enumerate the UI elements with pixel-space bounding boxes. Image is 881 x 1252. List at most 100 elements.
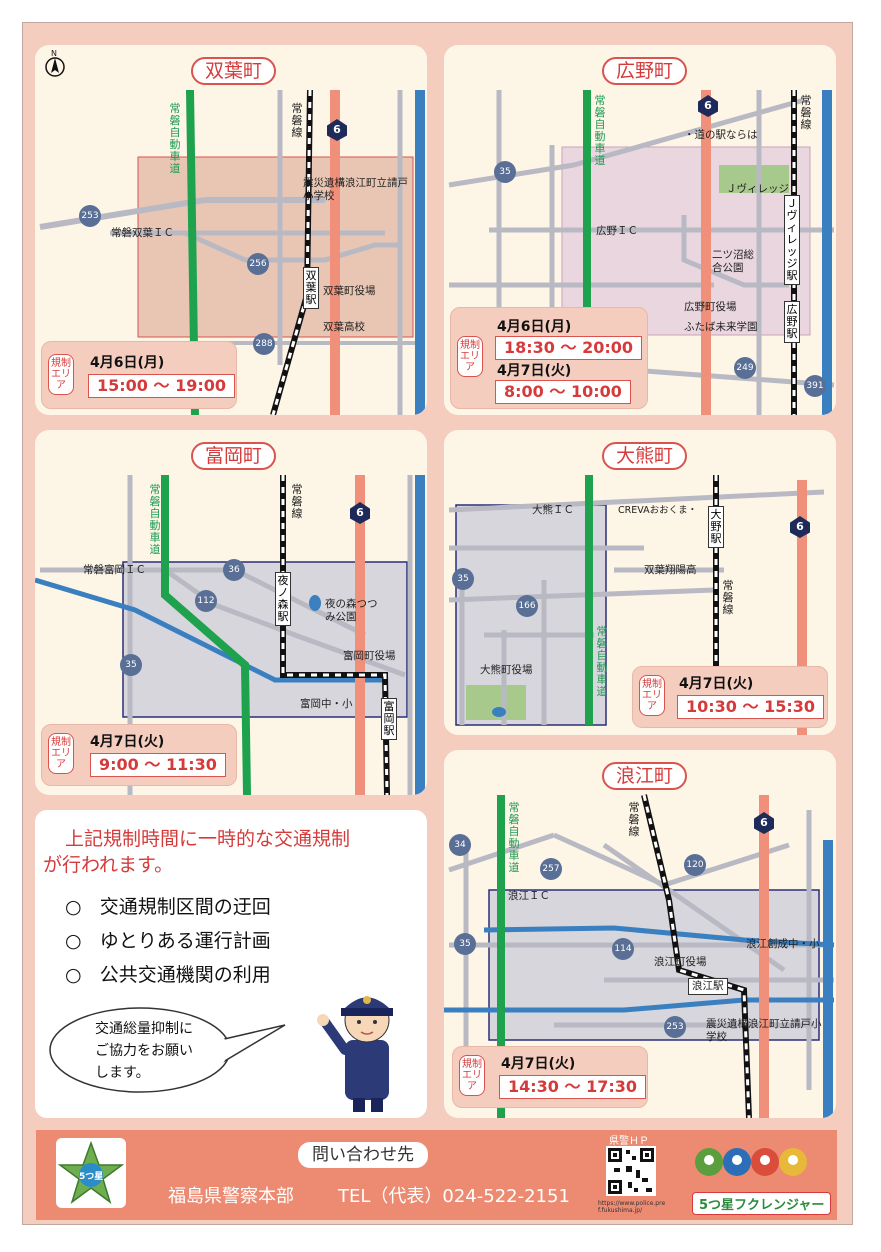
bullet: ○ — [65, 964, 82, 986]
road — [602, 842, 786, 973]
time: 9:00 ～ 11:30 — [90, 753, 226, 777]
route-6-icon: 6 — [698, 95, 718, 117]
compass-arrow-icon — [51, 58, 59, 73]
roadside-station-label: ・道の駅ならは — [684, 129, 758, 141]
park-label: 夜の森つつみ公園 — [325, 598, 378, 623]
route-36-icon: 36 — [223, 559, 245, 581]
ic-label: 常磐双葉ＩＣ — [111, 227, 174, 239]
route-288-icon: 288 — [253, 333, 275, 355]
highschool-label: 双葉翔陽高 — [644, 564, 697, 576]
railway-dash — [642, 794, 751, 1118]
bubble-line: 交通総量抑制に — [95, 1021, 193, 1037]
ic-label: 常磐富岡ＩＣ — [83, 564, 146, 576]
ic-label: 広野ＩＣ — [596, 225, 638, 237]
route-112-icon: 112 — [195, 590, 217, 612]
speech-bubble-inner — [52, 1010, 228, 1090]
route-166-icon: 166 — [516, 595, 538, 617]
road — [448, 587, 715, 603]
time-1: 18:30 ～ 20:00 — [495, 336, 643, 360]
namie-map — [444, 794, 835, 1118]
tomioka-schedule-box: 規制エリア 4月7日(火) 9:00 ～ 11:30 — [41, 724, 237, 786]
namie-map-panel: 浪江町 常磐自動車道 常磐線 6 34 35 114 120 253 257 浪… — [444, 750, 836, 1118]
ic-label: 浪江ＩＣ — [508, 890, 550, 902]
notice-line-1: 上記規制時間に一時的な交通規制 — [65, 828, 351, 850]
date: 4月7日(火) — [90, 734, 165, 750]
bubble-text: 交通総量抑制に ご協力をお願い します。 — [95, 1018, 193, 1084]
date: 4月7日(火) — [501, 1056, 576, 1072]
route-256-icon: 256 — [247, 253, 269, 275]
school-label: 浪江創成中・小 — [746, 938, 820, 950]
bullet: ○ — [65, 930, 82, 952]
route-253-icon: 253 — [79, 205, 101, 227]
okuma-schedule-box: 規制エリア 4月7日(火) 10:30 ～ 15:30 — [632, 666, 828, 728]
notice-item-text: ゆとりある運行計画 — [99, 930, 271, 952]
area-tag: 規制エリア — [457, 336, 483, 377]
river-ukedo — [444, 997, 834, 1013]
road-112 — [163, 567, 406, 678]
star-logo-icon — [57, 1140, 125, 1204]
route-257-icon: 257 — [540, 858, 562, 880]
futaba-map — [39, 57, 425, 415]
road — [233, 567, 367, 638]
route-391-icon: 391 — [804, 375, 826, 397]
railway-label: 常磐線 — [628, 801, 640, 838]
station-label: 大野駅 — [708, 506, 724, 548]
area-tag: 規制エリア — [48, 733, 74, 774]
notice-item-text: 公共交通機関の利用 — [99, 964, 271, 986]
speech-tail — [219, 1024, 286, 1064]
route-35-icon: 35 — [454, 933, 476, 955]
time-2: 8:00 ～ 10:00 — [495, 380, 631, 404]
police-officer-icon — [317, 996, 393, 1112]
school-label: 富岡中・小 — [300, 698, 353, 710]
fukuranger-characters-icon — [695, 1148, 807, 1176]
tomioka-title: 富岡町 — [191, 442, 277, 470]
futaba-map-panel: N 双葉町 常磐自動車道 常磐線 6 253 256 288 震災遺構浪江町立請… — [35, 45, 427, 415]
hp-label: 県警ＨＰ — [609, 1136, 649, 1147]
park-label: 二ツ沼総合公園 — [712, 249, 754, 274]
route-253-icon: 253 — [664, 1016, 686, 1038]
time: 10:30 ～ 15:30 — [677, 695, 825, 719]
notice-item: ○ 交通規制区間の迂回 — [65, 890, 271, 924]
fukuranger-logo: 5つ星フクレンジャー — [692, 1192, 832, 1215]
notice-item: ○ ゆとりある運行計画 — [65, 924, 271, 958]
route-35-icon: 35 — [120, 654, 142, 676]
speech-bubble-and-officer — [49, 996, 393, 1112]
route-249-icon: 249 — [734, 357, 756, 379]
contact-label: 問い合わせ先 — [298, 1142, 428, 1168]
qr-pattern — [608, 1148, 654, 1194]
hp-url[interactable]: https://www.police.pref.fukushima.jp/ — [598, 1200, 666, 1214]
time: 14:30 ～ 17:30 — [499, 1075, 647, 1099]
time: 15:00 ～ 19:00 — [88, 374, 236, 398]
expressway — [161, 475, 251, 795]
expressway-label: 常磐自動車道 — [594, 94, 606, 167]
notice-list: ○ 交通規制区間の迂回 ○ ゆとりある運行計画 ○ 公共交通機関の利用 — [65, 890, 271, 992]
okuma-title: 大熊町 — [602, 442, 688, 470]
futaba-schedule-box: 規制エリア 4月6日(月) 15:00 ～ 19:00 — [41, 341, 237, 409]
expressway-label: 常磐自動車道 — [508, 801, 520, 874]
tomioka-map-panel: 富岡町 常磐自動車道 常磐線 6 35 36 112 常磐富岡ＩＣ 夜ノ森駅 夜… — [35, 430, 427, 795]
expressway-label: 常磐自動車道 — [169, 102, 181, 175]
star-logo: 5つ星 — [56, 1138, 126, 1208]
expressway-label: 常磐自動車道 — [596, 625, 608, 698]
route-6-icon: 6 — [350, 502, 370, 524]
ruins-label: 震災遺構浪江町立請戸小学校 — [706, 1018, 822, 1043]
contact-office: 福島県警察本部 — [168, 1186, 294, 1207]
railway-label: 常磐線 — [291, 483, 303, 520]
compass-label: N — [51, 49, 57, 58]
hirono-title: 広野町 — [602, 57, 688, 85]
hirono-map-panel: 広野町 常磐自動車道 常磐線 6 35 249 391 ・道の駅ならは Ｊヴィレ… — [444, 45, 836, 415]
river — [35, 577, 385, 683]
yonomori-station-label: 夜ノ森駅 — [275, 572, 291, 626]
notice-item: ○ 公共交通機関の利用 — [65, 958, 271, 992]
station-label: 広野駅 — [784, 301, 800, 343]
notice-item-text: 交通規制区間の迂回 — [99, 896, 271, 918]
qr-code-icon[interactable] — [606, 1146, 656, 1196]
office-label: 大熊町役場 — [480, 664, 533, 676]
road — [448, 489, 825, 513]
station-label: 双葉駅 — [303, 267, 319, 309]
okuma-map-panel: 大熊町 大熊ＩＣ CREVAおおくま・ 大野駅 6 双葉翔陽高 35 166 常… — [444, 430, 836, 735]
railway-label: 常磐線 — [291, 102, 303, 139]
station-label: 富岡駅 — [381, 698, 397, 740]
contact-tel: TEL（代表）024-522-2151 — [338, 1186, 570, 1207]
road-35 — [573, 97, 805, 168]
